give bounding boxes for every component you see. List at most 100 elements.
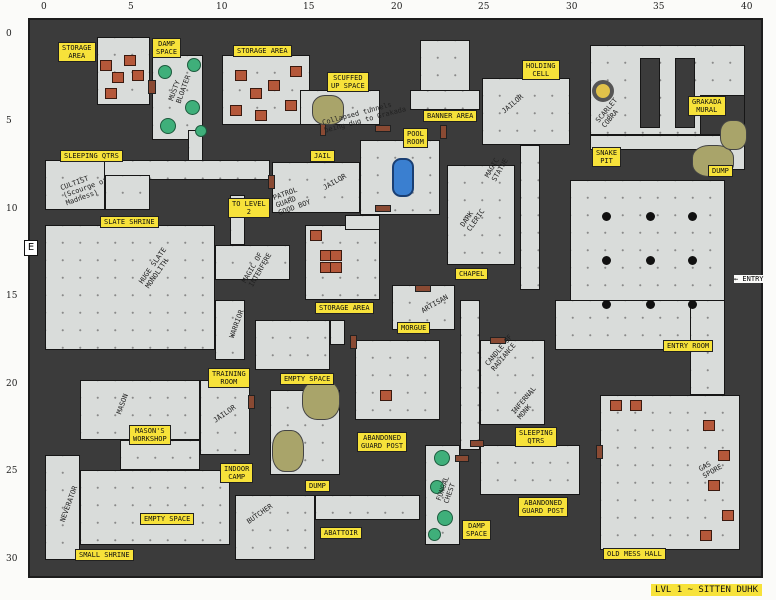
room-floor [480,445,580,495]
crate-icon [124,55,136,66]
crate-icon [255,110,267,121]
crate-icon [235,70,247,81]
crate-icon [700,530,712,541]
crate-icon [718,450,730,461]
crate-icon [112,72,124,83]
door-icon[interactable] [440,125,447,139]
door-icon[interactable] [375,205,391,212]
x-axis-tick: 15 [303,2,315,12]
room-floor [215,245,290,280]
column-icon [646,256,655,265]
door-icon[interactable] [490,337,506,344]
door-icon[interactable] [248,395,255,409]
room-label: GRAKADA MURAL [688,96,726,116]
y-axis-tick: 10 [6,204,18,214]
room-floor [45,160,105,210]
column-icon [602,300,611,309]
crate-icon [290,66,302,77]
rubble-icon [312,95,344,125]
map-title: LVL 1 ~ SITTEN DUHK [651,584,762,596]
fungus-icon [437,510,453,526]
room-floor [315,495,420,520]
room-floor [345,215,380,230]
x-axis-tick: 40 [741,2,753,12]
pool-icon [392,158,414,197]
room-floor [120,440,200,470]
crate-icon [722,510,734,521]
room-label: SLEEPING QTRS [515,427,557,447]
fungus-icon [160,118,176,134]
x-axis-tick: 30 [566,2,578,12]
room-floor [600,395,740,550]
y-axis-tick: 25 [6,466,18,476]
column-icon [688,300,697,309]
room-label: DAMP SPACE [152,38,182,58]
room-label: STORAGE AREA [233,45,292,57]
door-icon[interactable] [415,285,431,292]
crate-icon [250,88,262,99]
door-icon[interactable] [455,455,469,462]
room-label: TRAINING ROOM [208,368,250,388]
room-floor [235,495,315,560]
room-floor [330,320,345,345]
wall-pillar [640,58,660,128]
fungus-icon [185,100,200,115]
door-icon[interactable] [470,440,484,447]
room-floor [255,320,330,370]
room-label: SLEEPING QTRS [60,150,123,162]
crate-icon [268,80,280,91]
cobra-statue-icon [592,80,614,102]
room-label: DAMP SPACE [462,520,492,540]
crate-icon [703,420,715,431]
room-floor [355,340,440,420]
room-floor [482,78,570,145]
room-floor [410,90,480,110]
room-label: POOL ROOM [403,128,428,148]
room-label: SMALL SHRINE [75,549,134,561]
crate-icon [100,60,112,71]
room-floor [105,175,150,210]
column-icon [602,256,611,265]
crate-icon [610,400,622,411]
room-floor [80,470,230,545]
room-label: HOLDING CELL [522,60,560,80]
rubble-icon [302,380,340,420]
crate-icon [330,250,342,261]
room-label: MASON'S WORKSHOP [129,425,171,445]
y-axis-tick: 30 [6,554,18,564]
x-axis-tick: 0 [41,2,47,12]
room-floor [447,165,515,265]
room-label: JAIL [310,150,335,162]
crate-icon [310,230,322,241]
x-axis-tick: 25 [478,2,490,12]
room-label: MORGUE [397,322,431,334]
crate-icon [105,88,117,99]
room-label: CHAPEL [455,268,489,280]
room-floor [272,162,360,213]
entrance-marker: E [24,240,38,256]
x-axis-tick: 20 [391,2,403,12]
room-label: DUMP [708,165,733,177]
door-icon[interactable] [350,335,357,349]
fungus-icon [428,528,441,541]
room-floor [215,300,245,360]
crate-icon [630,400,642,411]
fungus-icon [187,58,201,72]
column-icon [602,212,611,221]
fungus-icon [158,65,172,79]
rubble-icon [272,430,304,472]
room-label: DUMP [305,480,330,492]
door-icon[interactable] [596,445,603,459]
wall-pillar [675,58,695,128]
room-label: EMPTY SPACE [280,373,335,385]
door-icon[interactable] [375,125,391,132]
room-label: TO LEVEL 2 [228,198,270,218]
crate-icon [330,262,342,273]
room-label: ENTRY ROOM [663,340,714,352]
x-axis-tick: 35 [653,2,665,12]
door-icon[interactable] [148,80,156,94]
door-icon[interactable] [268,175,275,189]
y-axis-tick: 20 [6,379,18,389]
fungus-icon [195,125,207,137]
room-label: BANNER AREA [423,110,478,122]
